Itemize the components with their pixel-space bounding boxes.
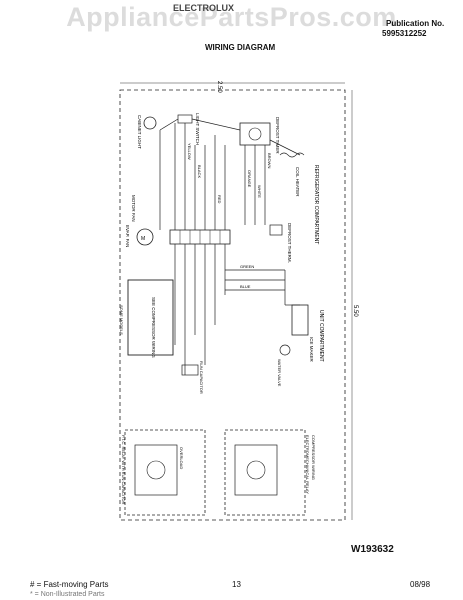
ptc-relay-label: P.T.C. RELAY WITH RUN CAPACITOR: [121, 435, 126, 505]
ice-maker: [291, 304, 309, 336]
compressor-wiring-box: [224, 429, 306, 516]
compressor-wiring-label: COMPRESSOR WIRING: [311, 435, 316, 480]
page-title: WIRING DIAGRAM: [205, 43, 276, 52]
publication-number: 5995312252: [382, 29, 427, 38]
brand-logo: ELECTROLUX: [173, 3, 235, 13]
coil-heater-label: COIL HEATER: [295, 167, 300, 197]
wire-harness: [159, 118, 301, 375]
section-unit: UNIT COMPARTMENT: [318, 310, 324, 362]
wire-label-orange: ORANGE: [247, 170, 252, 188]
defrost-therm-label: DEFROST THERM.: [287, 223, 292, 263]
water-valve: [279, 344, 291, 356]
diagram-border: [119, 89, 346, 521]
evap-fan-motor: [136, 228, 154, 246]
some-models-label: SOME MODELS: [119, 305, 124, 335]
wire-label-red: RED: [217, 195, 222, 204]
footnote-fast-moving: # = Fast-moving Parts: [30, 580, 109, 589]
section-refrigerator: REFRIGERATOR COMPARTMENT: [313, 165, 319, 244]
ptc-overload-label: OVERLOAD: [179, 447, 184, 469]
light-switch: [177, 114, 193, 124]
evap-fan-label: EVAP. FAN: [125, 225, 130, 247]
cabinet-light-bulb: [143, 116, 157, 130]
wire-label-blue: BLUE: [240, 284, 251, 289]
wiring-diagram: 2.50 5.50 REFRIGERATOR COMPARTMENT UNIT …: [119, 81, 358, 521]
wire-label-white: WHITE: [257, 185, 262, 198]
motor-fan-label: MOTOR FAN: [131, 195, 136, 222]
dimension-side: 5.50: [352, 305, 358, 317]
light-switch-label: LIGHT SWITCH: [195, 113, 200, 145]
relay-type-label: ELECTROMECHANICAL RELAY: [305, 435, 310, 494]
ptc-relay-box: [124, 429, 206, 516]
coil-heater: [279, 152, 305, 158]
compressor-box: [127, 279, 174, 356]
publication-date: 08/98: [410, 580, 431, 589]
svg-text:M: M: [141, 236, 145, 242]
diagram-code: W193632: [351, 544, 394, 555]
wire-label-black: BLACK: [197, 165, 202, 178]
cabinet-light-label: CABINET LIGHT: [137, 115, 142, 149]
footnote-not-illustrated: * = Non-Illustrated Parts: [30, 591, 105, 598]
publication-label: Publication No.: [386, 19, 445, 28]
wire-label-brown: BROWN: [267, 153, 272, 168]
dimension-top: 2.50: [216, 81, 222, 93]
defrost-timer: [239, 122, 271, 146]
run-capacitor: [181, 364, 199, 376]
wire-label-yellow: YELLOW: [187, 143, 192, 160]
ice-maker-label: ICE MAKER: [309, 337, 314, 363]
compressor-label: SEE COMPRESSOR WIRING: [151, 297, 156, 358]
defrost-thermostat: [269, 224, 283, 236]
page-number: 13: [232, 580, 241, 589]
defrost-timer-label: DEFROST TIMER: [275, 117, 280, 154]
wire-label-green: GREEN: [240, 264, 254, 269]
run-capacitor-label: RUN CAPACITOR: [199, 361, 204, 394]
water-valve-label: WATER VALVE: [277, 359, 282, 387]
watermark: AppliancePartsPros.com: [66, 2, 397, 32]
